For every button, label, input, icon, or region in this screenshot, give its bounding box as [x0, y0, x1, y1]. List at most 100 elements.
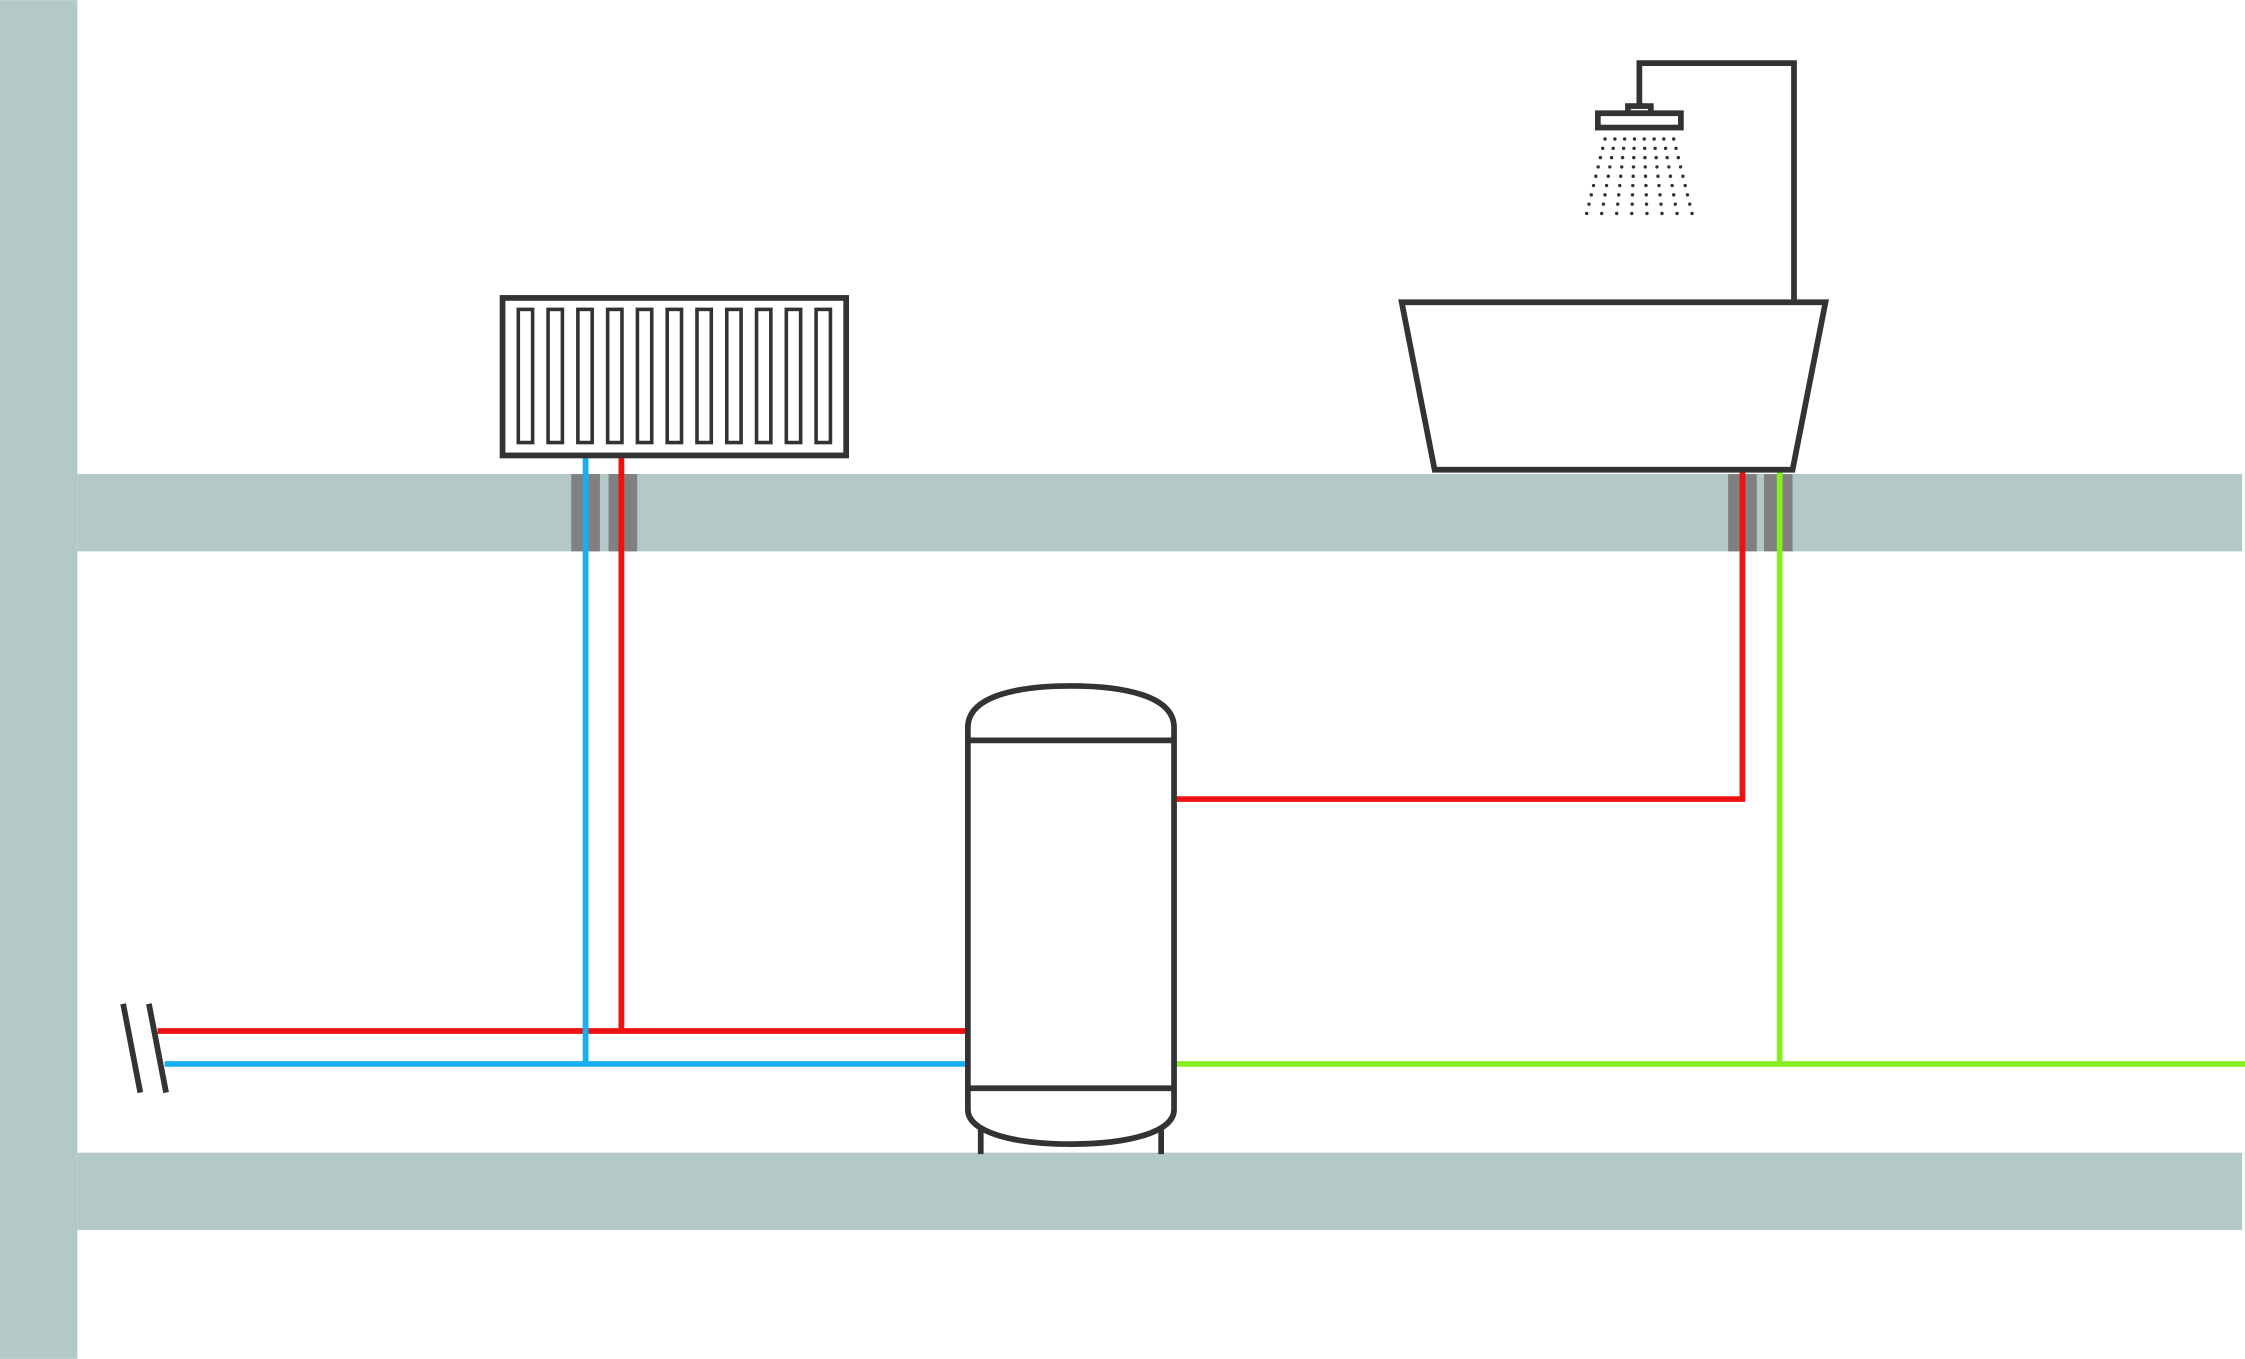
hot-water-pipe: [1174, 453, 1746, 802]
spray-dot: [1644, 193, 1648, 197]
spray-dot: [1598, 155, 1603, 160]
spray-dot: [1644, 202, 1649, 206]
lower-floor-slab: [77, 1152, 2243, 1231]
spray-dot: [1657, 183, 1661, 188]
spray-dot: [1644, 183, 1648, 188]
spray-dot: [1613, 137, 1617, 141]
spray-dot: [1596, 165, 1600, 169]
spray-dot: [1609, 155, 1614, 160]
spray-dot: [1620, 165, 1624, 169]
spray-dot: [1589, 193, 1593, 197]
pipe-break-symbol: [120, 1003, 169, 1094]
spray-dot: [1608, 165, 1612, 169]
spray-dot: [1611, 146, 1615, 151]
spray-dot: [1584, 211, 1589, 216]
spray-dot: [1617, 193, 1621, 197]
radiator-fin: [724, 307, 743, 445]
spray-dot: [1668, 174, 1673, 178]
shower-head-icon: [1594, 110, 1684, 131]
spray-dot: [1632, 155, 1636, 160]
spray-dot: [1622, 137, 1627, 141]
spray-dot: [1685, 193, 1690, 197]
tank-body: [965, 683, 1177, 1147]
spray-dot: [1683, 183, 1687, 188]
water-spray-icon: [1584, 137, 1694, 216]
radiator-fin: [516, 307, 535, 445]
spray-dot: [1654, 155, 1658, 160]
radiator-fin: [814, 307, 833, 445]
spray-dot: [1672, 193, 1676, 197]
spray-dot: [1658, 193, 1662, 197]
radiator: [499, 295, 850, 459]
spray-dot: [1643, 155, 1647, 160]
pipes: [157, 453, 2245, 1067]
upper-floor-slab: [77, 474, 2243, 552]
radiator-fin: [754, 307, 773, 445]
spray-dot: [1656, 174, 1660, 178]
spray-dot: [1619, 174, 1623, 178]
spray-dot: [1631, 183, 1635, 188]
spray-dot: [1643, 174, 1648, 178]
spray-dot: [1645, 211, 1649, 216]
spray-dot: [1678, 165, 1683, 169]
spray-dot: [1631, 165, 1636, 169]
spray-dot: [1681, 174, 1685, 178]
spray-dot: [1604, 183, 1609, 188]
spray-dot: [1672, 137, 1676, 141]
spray-dot: [1615, 211, 1619, 216]
radiator-frame: [499, 295, 850, 459]
spray-dot: [1674, 146, 1678, 151]
spray-dot: [1599, 211, 1604, 216]
shower: [1584, 60, 1797, 303]
spray-dot: [1630, 211, 1634, 216]
radiator-fin: [665, 307, 684, 445]
shower-pipe: [1636, 60, 1797, 303]
spray-dot: [1665, 155, 1669, 160]
spray-dot: [1632, 137, 1637, 141]
spray-dot: [1688, 202, 1692, 206]
spray-dot: [1662, 137, 1666, 141]
spray-dot: [1690, 211, 1694, 216]
wall: [0, 0, 78, 1359]
spray-dot: [1655, 165, 1659, 169]
radiator-fin: [605, 307, 624, 445]
spray-dot: [1620, 155, 1625, 160]
spray-dot: [1587, 202, 1591, 206]
spray-dot: [1594, 174, 1598, 178]
storage-tank: [965, 683, 1177, 1147]
break-line: [146, 1003, 169, 1094]
spray-dot: [1621, 146, 1626, 151]
spray-dot: [1603, 137, 1607, 141]
spray-dot: [1676, 155, 1681, 160]
spray-dot: [1618, 183, 1622, 188]
radiator-fin: [635, 307, 654, 445]
radiator-fin: [784, 307, 803, 445]
spray-dot: [1600, 146, 1605, 151]
spray-dot: [1606, 174, 1611, 178]
spray-dot: [1603, 193, 1607, 197]
spray-dot: [1663, 146, 1668, 151]
spray-dot: [1675, 211, 1679, 216]
spray-dot: [1673, 202, 1678, 206]
spray-dot: [1643, 165, 1647, 169]
spray-dot: [1670, 183, 1674, 188]
spray-dot: [1630, 202, 1634, 206]
spray-dot: [1653, 146, 1657, 151]
spray-dot: [1632, 146, 1636, 151]
break-line: [120, 1003, 144, 1094]
radiator-fins: [516, 307, 833, 445]
radiator-fin: [695, 307, 714, 445]
spray-dot: [1591, 183, 1596, 188]
spray-dot: [1616, 202, 1620, 206]
spray-dot: [1659, 202, 1663, 206]
spray-dot: [1601, 202, 1606, 206]
spray-dot: [1642, 146, 1647, 151]
radiator-fin: [546, 307, 565, 445]
bathtub: [1398, 299, 1829, 473]
spray-dot: [1667, 165, 1671, 169]
spray-dot: [1652, 137, 1656, 141]
spray-dot: [1631, 174, 1635, 178]
radiator-fin: [576, 307, 594, 445]
